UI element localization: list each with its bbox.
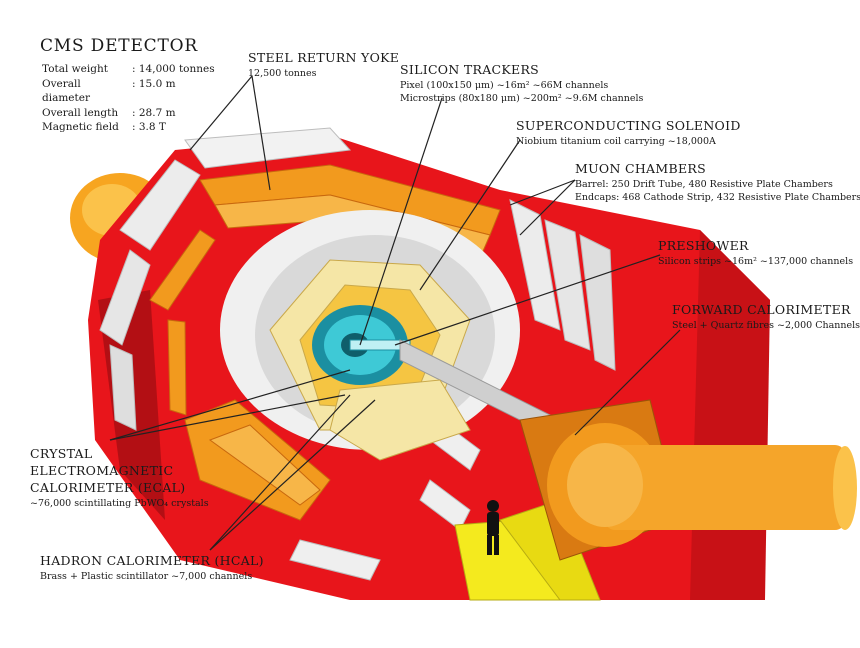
hcal-leader — [209, 394, 351, 551]
person-silhouette — [487, 500, 499, 555]
label-muon-chambers: MUON CHAMBERS Barrel: 250 Drift Tube, 48… — [575, 161, 860, 203]
label-forward-calorimeter: FORWARD CALORIMETER Steel + Quartz fibre… — [672, 302, 860, 331]
label-ecal: CRYSTAL ELECTROMAGNETIC CALORIMETER (ECA… — [30, 446, 209, 509]
specs-table: Total weight: 14,000 tonnes Overall diam… — [42, 62, 215, 135]
label-steel-return-yoke: STEEL RETURN YOKE 12,500 tonnes — [248, 50, 400, 79]
yoke-leader — [251, 75, 271, 191]
muon-chambers — [149, 164, 501, 521]
label-preshower: PRESHOWER Silicon strips ~16m² ~137,000 … — [658, 238, 854, 267]
preshower-leader — [394, 254, 661, 346]
spec-row: Magnetic field: 3.8 T — [42, 121, 166, 133]
ecal-leader — [109, 369, 351, 441]
muon-leader — [519, 179, 576, 236]
ecal-leader — [109, 394, 346, 441]
spec-row: Total weight: 14,000 tonnes — [42, 63, 215, 75]
solenoid-leader — [419, 139, 521, 291]
label-hcal: HADRON CALORIMETER (HCAL) Brass + Plasti… — [40, 553, 264, 582]
hcal-leader — [209, 399, 376, 551]
leader-lines — [109, 75, 681, 551]
muon-leader — [509, 179, 576, 206]
spec-row: Overall length: 28.7 m — [42, 106, 176, 119]
forward-calorimeter — [519, 399, 857, 561]
forward-leader — [574, 329, 681, 436]
label-superconducting-solenoid: SUPERCONDUCTING SOLENOID Niobium titaniu… — [516, 118, 741, 147]
yoke-leader — [189, 75, 253, 151]
spec-row: Overall diameter: 15.0 m — [42, 77, 176, 105]
label-silicon-trackers: SILICON TRACKERS Pixel (100x150 μm) ~16m… — [400, 62, 644, 104]
tracker-leader — [359, 97, 443, 346]
hcal-endcap — [329, 379, 601, 601]
page-title: CMS DETECTOR — [40, 36, 198, 56]
